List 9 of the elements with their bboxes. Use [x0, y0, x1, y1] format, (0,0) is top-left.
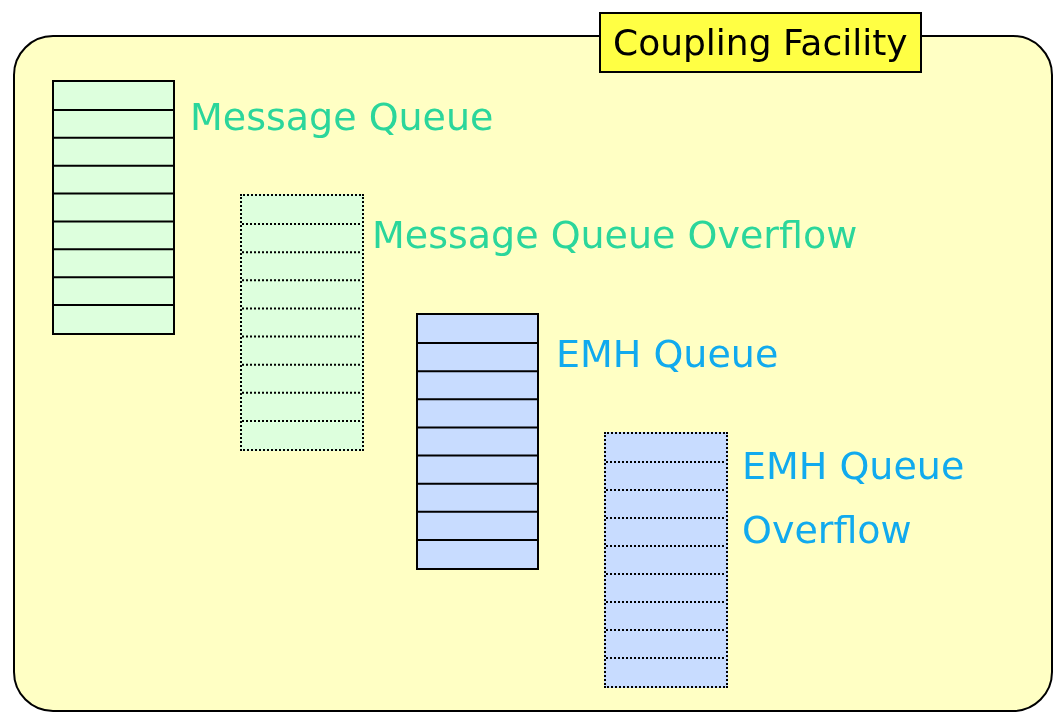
queue-label: EMH Queue Overflow [742, 443, 966, 554]
queue-stack [52, 80, 175, 335]
queue-label: Message Queue Overflow [372, 212, 859, 259]
queue-label: Message Queue [190, 94, 495, 141]
queue-label: EMH Queue [556, 331, 780, 378]
queue-stack [604, 432, 728, 688]
queue-stack [240, 194, 364, 451]
panel-title: Coupling Facility [599, 12, 922, 73]
queue-stack [416, 313, 539, 570]
